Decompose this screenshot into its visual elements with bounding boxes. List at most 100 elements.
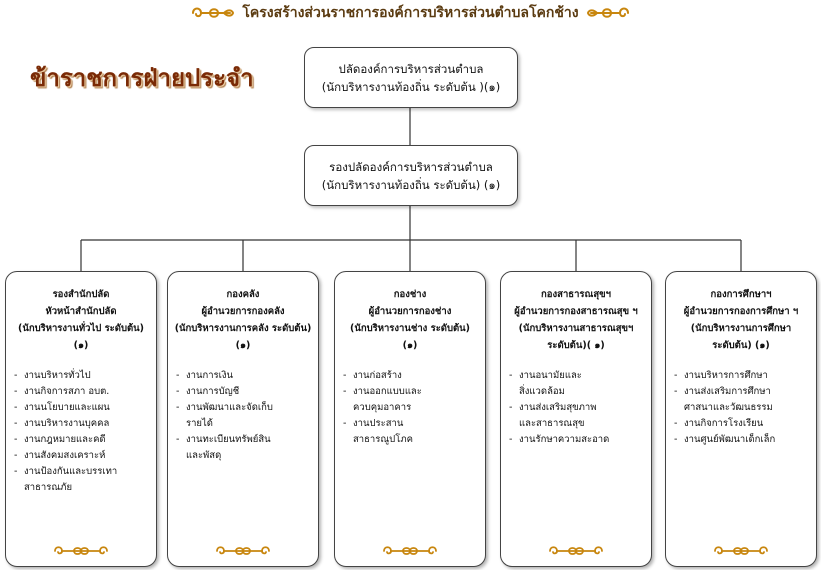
bullet-dash: - <box>509 432 519 448</box>
deputy-node-title: รองปลัดองค์การบริหารส่วนตำบล <box>305 158 517 176</box>
bullet-dash: - <box>343 368 353 384</box>
department-task-list: -งานบริหารการศึกษา-งานส่งเสริมการศึกษา ศ… <box>666 368 816 448</box>
department-director: ผู้อำนวยการกองสาธารณสุข ฯ <box>504 303 648 320</box>
task-label: งานศูนย์พัฒนาเด็กเล็ก <box>684 432 775 448</box>
bullet-dash: - <box>14 384 24 400</box>
task-label: งานกิจการโรงเรียน <box>684 416 763 432</box>
task-list-item: -งานป้องกันและบรรเทา สาธารณภัย <box>14 464 152 496</box>
task-list-item: -งานการบัญชี <box>176 384 314 400</box>
task-label: งานกิจการสภา อบต. <box>24 384 109 400</box>
bullet-dash: - <box>674 384 684 416</box>
task-list-item: -งานออกแบบและ ควบคุมอาคาร <box>343 384 481 416</box>
task-list-item: -งานบริหารงานบุคคล <box>14 416 152 432</box>
task-label: งานอนามัยและ สิ่งแวดล้อม <box>519 368 582 400</box>
task-list-item: -งานรักษาความสะอาด <box>509 432 647 448</box>
task-list-item: -งานนโยบายและแผน <box>14 400 152 416</box>
department-director: ผู้อำนวยการกองคลัง <box>171 303 315 320</box>
task-list-item: -งานก่อสร้าง <box>343 368 481 384</box>
task-label: งานก่อสร้าง <box>353 368 402 384</box>
department-name: กองคลัง <box>171 286 315 303</box>
task-label: งานบริหารงานบุคคล <box>24 416 109 432</box>
scroll-ornament-icon <box>381 544 439 558</box>
task-list-item: -งานศูนย์พัฒนาเด็กเล็ก <box>674 432 812 448</box>
bullet-dash: - <box>176 432 186 464</box>
department-position-level: (นักบริหารงานทั่วไป ระดับต้น) <box>9 320 153 337</box>
task-list-item: -งานทะเบียนทรัพย์สิน และพัสดุ <box>176 432 314 464</box>
task-label: งานออกแบบและ ควบคุมอาคาร <box>353 384 422 416</box>
task-list-item: -งานส่งเสริมการศึกษา ศาสนาและวัฒนธรรม <box>674 384 812 416</box>
department-position-count: (๑) <box>171 337 315 354</box>
bullet-dash: - <box>176 384 186 400</box>
department-position-level: (นักบริหารงานสาธารณสุขฯ <box>504 320 648 337</box>
department-head: รองสำนักปลัด หัวหน้าสำนักปลัด (นักบริหาร… <box>6 286 156 354</box>
task-label: งานการเงิน <box>186 368 233 384</box>
scroll-ornament-icon <box>712 544 770 558</box>
bullet-dash: - <box>343 416 353 448</box>
department-position-level: (นักบริหารงานการศึกษา <box>669 320 813 337</box>
task-list-item: -งานประสาน สาธารณูปโภค <box>343 416 481 448</box>
task-label: งานกฎหมายและคดี <box>24 432 106 448</box>
scroll-ornament-icon <box>52 544 110 558</box>
task-list-item: -งานสังคมสงเคราะห์ <box>14 448 152 464</box>
bullet-dash: - <box>674 432 684 448</box>
bullet-dash: - <box>343 384 353 416</box>
task-label: งานส่งเสริมสุขภาพ และสาธารณสุข <box>519 400 596 432</box>
department-task-list: -งานอนามัยและ สิ่งแวดล้อม-งานส่งเสริมสุข… <box>501 368 651 448</box>
department-box: กองสาธารณสุขฯ ผู้อำนวยการกองสาธารณสุข ฯ … <box>500 271 652 567</box>
department-position-count: ระดับต้น)( ๑) <box>504 337 648 354</box>
bullet-dash: - <box>14 448 24 464</box>
bullet-dash: - <box>14 464 24 496</box>
scroll-ornament-icon <box>214 544 272 558</box>
top-node-title: ปลัดองค์การบริหารส่วนตำบล <box>305 60 517 78</box>
department-box: กองคลัง ผู้อำนวยการกองคลัง (นักบริหารงาน… <box>167 271 319 567</box>
department-task-list: -งานบริหารทั่วไป-งานกิจการสภา อบต.-งานนโ… <box>6 368 156 496</box>
department-box: กองช่าง ผู้อำนวยการกองช่าง (นักบริหารงาน… <box>334 271 486 567</box>
task-list-item: -งานอนามัยและ สิ่งแวดล้อม <box>509 368 647 400</box>
department-position-count: (๑) <box>9 337 153 354</box>
task-list-item: -งานบริหารทั่วไป <box>14 368 152 384</box>
department-position-count: (๑) <box>338 337 482 354</box>
task-label: งานสังคมสงเคราะห์ <box>24 448 105 464</box>
department-name: กองการศึกษาฯ <box>669 286 813 303</box>
bullet-dash: - <box>509 400 519 432</box>
department-director: ผู้อำนวยการกองช่าง <box>338 303 482 320</box>
department-position-level: (นักบริหารงานช่าง ระดับต้น) <box>338 320 482 337</box>
scroll-ornament-icon <box>547 544 605 558</box>
department-position-level: (นักบริหารงานการคลัง ระดับต้น) <box>171 320 315 337</box>
deputy-node-subtitle: (นักบริหารงานท้องถิ่น ระดับต้น) (๑) <box>305 176 517 194</box>
task-label: งานการบัญชี <box>186 384 239 400</box>
task-label: งานนโยบายและแผน <box>24 400 110 416</box>
bullet-dash: - <box>176 368 186 384</box>
top-node-subtitle: (นักบริหารงานท้องถิ่น ระดับต้น )(๑) <box>305 78 517 96</box>
department-position-count: ระดับต้น) (๑) <box>669 337 813 354</box>
department-name: กองช่าง <box>338 286 482 303</box>
task-label: งานบริหารทั่วไป <box>24 368 91 384</box>
task-label: งานบริหารการศึกษา <box>684 368 768 384</box>
bullet-dash: - <box>674 416 684 432</box>
task-list-item: -งานการเงิน <box>176 368 314 384</box>
task-label: งานส่งเสริมการศึกษา ศาสนาและวัฒนธรรม <box>684 384 773 416</box>
task-label: งานประสาน สาธารณูปโภค <box>353 416 413 448</box>
department-box: กองการศึกษาฯ ผู้อำนวยการกองการศึกษา ฯ (น… <box>665 271 817 567</box>
task-label: งานป้องกันและบรรเทา สาธารณภัย <box>24 464 117 496</box>
task-list-item: -งานกิจการโรงเรียน <box>674 416 812 432</box>
deputy-node: รองปลัดองค์การบริหารส่วนตำบล (นักบริหารง… <box>304 145 518 206</box>
task-list-item: -งานบริหารการศึกษา <box>674 368 812 384</box>
bullet-dash: - <box>176 400 186 432</box>
department-head: กองคลัง ผู้อำนวยการกองคลัง (นักบริหารงาน… <box>168 286 318 354</box>
top-node-chief-administrator: ปลัดองค์การบริหารส่วนตำบล (นักบริหารงานท… <box>304 47 518 108</box>
task-list-item: -งานส่งเสริมสุขภาพ และสาธารณสุข <box>509 400 647 432</box>
department-name: กองสาธารณสุขฯ <box>504 286 648 303</box>
department-head: กองช่าง ผู้อำนวยการกองช่าง (นักบริหารงาน… <box>335 286 485 354</box>
task-list-item: -งานกฎหมายและคดี <box>14 432 152 448</box>
bullet-dash: - <box>14 400 24 416</box>
department-task-list: -งานก่อสร้าง-งานออกแบบและ ควบคุมอาคาร-งา… <box>335 368 485 448</box>
task-list-item: -งานกิจการสภา อบต. <box>14 384 152 400</box>
bullet-dash: - <box>14 432 24 448</box>
department-head: กองการศึกษาฯ ผู้อำนวยการกองการศึกษา ฯ (น… <box>666 286 816 354</box>
bullet-dash: - <box>509 368 519 400</box>
task-label: งานรักษาความสะอาด <box>519 432 609 448</box>
department-box: รองสำนักปลัด หัวหน้าสำนักปลัด (นักบริหาร… <box>5 271 157 567</box>
task-label: งานพัฒนาและจัดเก็บ รายได้ <box>186 400 273 432</box>
department-head: กองสาธารณสุขฯ ผู้อำนวยการกองสาธารณสุข ฯ … <box>501 286 651 354</box>
